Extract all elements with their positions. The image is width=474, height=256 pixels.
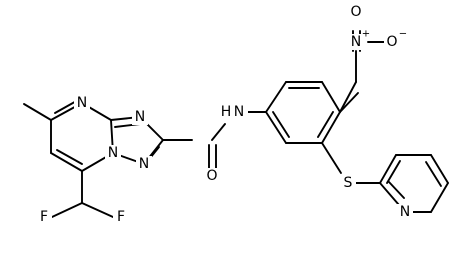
svg-text:N: N bbox=[234, 104, 244, 120]
svg-text:O: O bbox=[206, 168, 217, 184]
svg-text:O: O bbox=[350, 4, 361, 20]
atom-amide-o: O bbox=[204, 168, 220, 184]
svg-text:N: N bbox=[135, 109, 145, 125]
svg-text:H: H bbox=[221, 104, 232, 120]
atom-nitro-o-right: O − bbox=[384, 29, 407, 50]
atom-labels: N N N N H N O N + O bbox=[36, 4, 413, 225]
svg-text:N: N bbox=[400, 204, 410, 220]
svg-text:N: N bbox=[351, 34, 361, 50]
atom-nitro-o-top: O bbox=[348, 4, 364, 20]
svg-text:+: + bbox=[362, 29, 370, 40]
bond-lines bbox=[23, 30, 449, 218]
atom-f-right: F bbox=[113, 209, 129, 225]
svg-text:N: N bbox=[77, 95, 87, 111]
atom-n-triazole-top: N bbox=[132, 109, 148, 125]
atom-n-triazole-bottom: N bbox=[136, 156, 152, 172]
svg-text:S: S bbox=[344, 175, 353, 191]
svg-text:F: F bbox=[40, 209, 48, 225]
atom-n-bridge: N bbox=[105, 145, 121, 161]
atom-nitro-n: N + bbox=[348, 29, 370, 50]
svg-text:F: F bbox=[117, 209, 125, 225]
atom-amide-nh: H N bbox=[220, 104, 248, 120]
atom-pyridine-n: N bbox=[397, 204, 413, 220]
svg-text:O: O bbox=[386, 34, 397, 50]
svg-text:−: − bbox=[399, 29, 407, 40]
svg-text:N: N bbox=[108, 145, 118, 161]
atom-f-left: F bbox=[36, 209, 52, 225]
svg-text:N: N bbox=[139, 156, 149, 172]
atom-n-pyrimidine: N bbox=[74, 95, 90, 111]
atom-thioether-s: S bbox=[340, 175, 356, 191]
